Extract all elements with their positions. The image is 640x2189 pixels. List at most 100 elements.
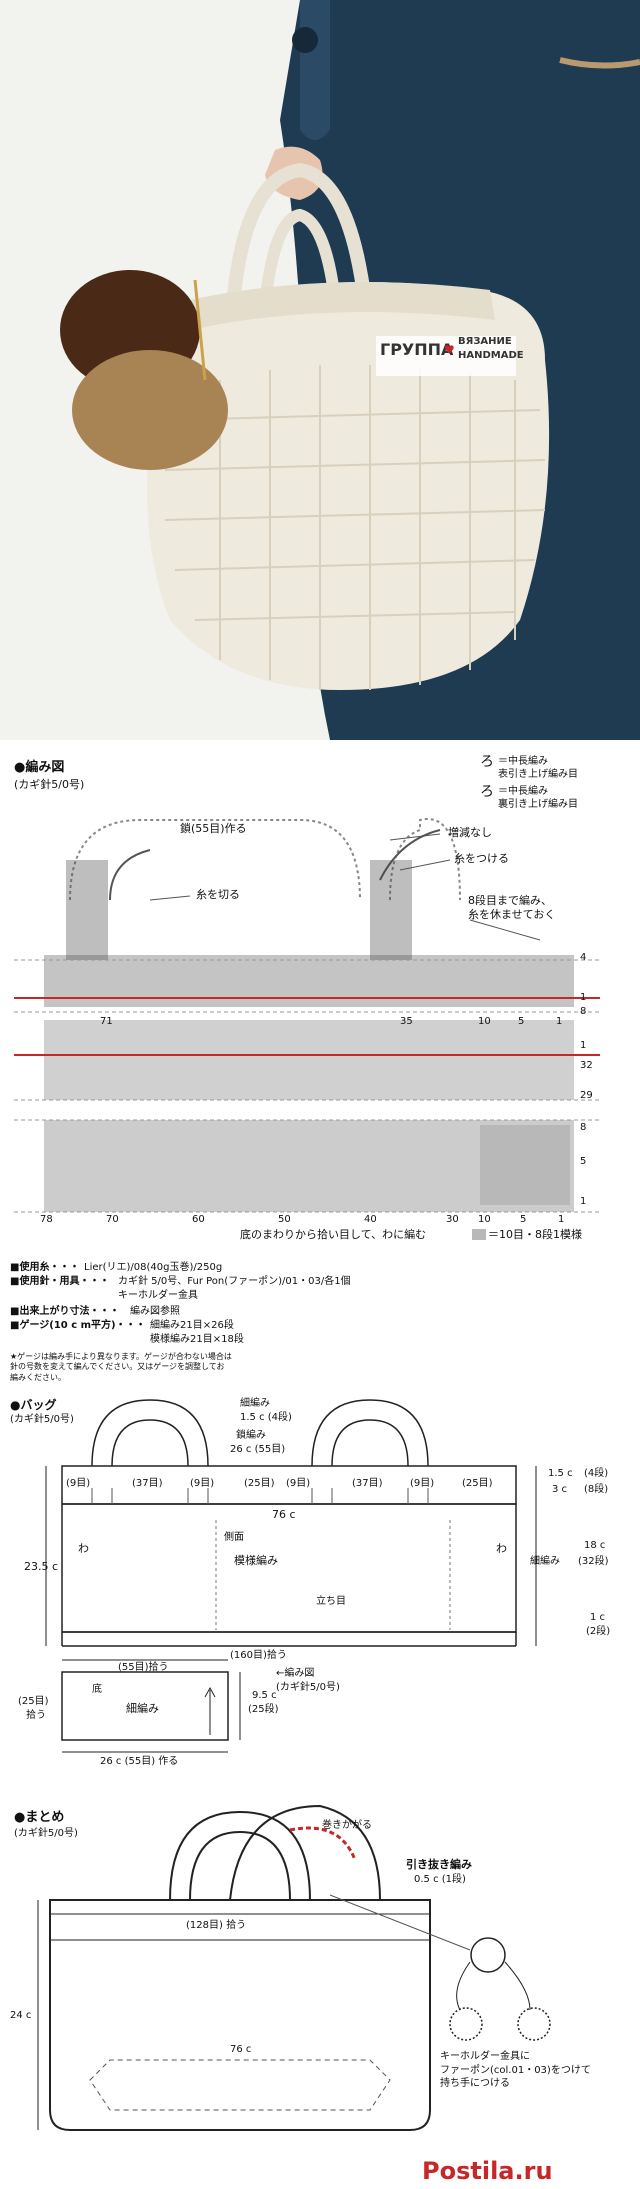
finish-height: 24 c xyxy=(10,2010,32,2021)
top-segment: (9目) xyxy=(190,1478,215,1489)
right-2row: (2段) xyxy=(586,1626,611,1637)
top-segment: (37目) xyxy=(132,1478,163,1489)
chart-hook: (カギ針5/0号) xyxy=(14,778,85,791)
yarn-label: ■使用糸・・・ xyxy=(10,1262,80,1273)
base-right-1: 9.5 c xyxy=(252,1690,277,1701)
bag-height: 23.5 c xyxy=(24,1560,59,1573)
chain-count: 26 c (55目) xyxy=(230,1444,286,1455)
chain-label: 鎖編み xyxy=(236,1430,266,1441)
legend-symbol-back: ろ xyxy=(480,784,494,800)
base-sc-label: 細編み xyxy=(126,1702,159,1715)
keyholder-note: キーホルダー金具に ファーポン(col.01・03)をつけて 持ち手につける xyxy=(440,2051,591,2089)
legend-front-post: ＝中長編み 表引き上げ編み目 xyxy=(498,756,578,780)
sc-label: 細編み xyxy=(240,1398,270,1409)
top-segment: (25目) xyxy=(244,1478,275,1489)
heart-icon: ♥ xyxy=(444,343,455,357)
wrap-label: 巻きかがる xyxy=(322,1820,372,1831)
tools-value: カギ針 5/0号、Fur Pon(ファーポン)/01・03/各1個 xyxy=(118,1276,351,1287)
top-segment: (9目) xyxy=(286,1478,311,1489)
watermark-brand-1: ГРУППА xyxy=(380,340,454,359)
base-bottom: 26 c (55目) 作る xyxy=(100,1756,179,1767)
legend-symbol-front: ろ xyxy=(480,754,494,770)
right-dim-2b: (8段) xyxy=(584,1484,609,1495)
size-value: 編み図参照 xyxy=(130,1306,180,1317)
col-label: 70 xyxy=(106,1214,119,1225)
col-label: 60 xyxy=(192,1214,205,1225)
right-sc: 細編み xyxy=(530,1556,560,1567)
gauge-note: ★ゲージは編み手により異なります。ゲージが合わない場合は 針の号数を変えて編んで… xyxy=(10,1352,232,1382)
attach-yarn-label: 糸をつける xyxy=(454,852,509,865)
pickup-label: (160目)拾う xyxy=(230,1650,287,1661)
legend-back-post: ＝中長編み 裏引き上げ編み目 xyxy=(498,786,578,810)
bag-photo-illustration xyxy=(0,0,640,740)
base-left-1: (25目) xyxy=(18,1696,49,1707)
chart-ref: ←編み図 xyxy=(276,1668,315,1679)
tools-label: ■使用針・用具・・・ xyxy=(10,1276,110,1287)
chart-ref-hook: (カギ針5/0号) xyxy=(276,1682,340,1693)
top-segment: (9目) xyxy=(66,1478,91,1489)
product-photo: ГРУППА ВЯЗАНИЕ HANDMADE ♥ xyxy=(0,0,640,740)
row-label: 8 xyxy=(580,1122,587,1133)
row-label: 4 xyxy=(580,952,587,963)
chart-title: ●編み図 xyxy=(14,760,65,775)
col-label: 78 xyxy=(40,1214,53,1225)
rest-note: 8段目まで編み、 糸を休ませておく xyxy=(468,894,556,921)
row-label: 8 xyxy=(580,1006,587,1017)
top-segment: (25目) xyxy=(462,1478,493,1489)
tools-value-2: キーホルダー金具 xyxy=(118,1290,198,1301)
cut-yarn-label: 糸を切る xyxy=(196,888,240,901)
row-label: 29 xyxy=(580,1090,593,1101)
right-1c: 1 c xyxy=(590,1612,606,1623)
gauge-label: ■ゲージ(10 c m平方)・・・ xyxy=(10,1320,146,1331)
side-label: 側面 xyxy=(224,1532,244,1543)
no-change-label: 増減なし xyxy=(448,826,492,839)
row-label: 32 xyxy=(580,1060,593,1071)
base-pickup: (55目)拾う xyxy=(118,1662,169,1673)
base-left-2: 拾う xyxy=(26,1710,46,1721)
col-label: 1 xyxy=(556,1016,563,1027)
col-label: 10 xyxy=(478,1016,491,1027)
right-dim-1: 1.5 c xyxy=(548,1468,573,1479)
finish-pickup: (128目) 拾う xyxy=(186,1920,247,1931)
handle-chain-label: 鎖(55目)作る xyxy=(180,822,247,835)
right-32: (32段) xyxy=(578,1556,609,1567)
bottom-note: 底のまわりから拾い目して、わに編む xyxy=(240,1228,427,1241)
slip-size: 0.5 c (1段) xyxy=(414,1874,466,1885)
footer: Postila.ru xyxy=(0,2152,640,2189)
yarn-value: Lier(リエ)/08(40g玉巻)/250g xyxy=(84,1262,223,1273)
handle-height: 1.5 c (4段) xyxy=(240,1412,292,1423)
right-dim-1b: (4段) xyxy=(584,1468,609,1479)
wa-right: わ xyxy=(496,1542,507,1555)
finish-title: ●まとめ xyxy=(14,1810,65,1825)
slip-label: 引き抜き編み xyxy=(406,1858,472,1871)
col-label: 5 xyxy=(520,1214,527,1225)
wa-left: わ xyxy=(78,1542,89,1555)
top-segment: (37目) xyxy=(352,1478,383,1489)
row-label: 1 xyxy=(580,1040,587,1051)
col-label: 71 xyxy=(100,1016,113,1027)
size-label: ■出来上がり寸法・・・ xyxy=(10,1306,120,1317)
repeat-note: ＝10目・8段1模様 xyxy=(488,1228,582,1241)
col-label: 50 xyxy=(278,1214,291,1225)
pattern-label: 模様編み xyxy=(234,1554,278,1567)
bag-width: 76 c xyxy=(272,1508,296,1521)
base-label: 底 xyxy=(92,1684,102,1695)
row-label: 1 xyxy=(580,992,587,1003)
right-dim-2: 3 c xyxy=(552,1484,568,1495)
row-label: 5 xyxy=(580,1156,587,1167)
bag-hook: (カギ針5/0号) xyxy=(10,1414,74,1425)
base-right-2: (25段) xyxy=(248,1704,279,1715)
col-label: 35 xyxy=(400,1016,413,1027)
finish-hook: (カギ針5/0号) xyxy=(14,1828,78,1839)
stand-label: 立ち目 xyxy=(316,1596,346,1607)
bag-title: ●バッグ xyxy=(10,1398,57,1412)
top-segment: (9目) xyxy=(410,1478,435,1489)
watermark-brand-2: ВЯЗАНИЕ xyxy=(458,336,512,347)
right-18: 18 c xyxy=(584,1540,606,1551)
col-label: 40 xyxy=(364,1214,377,1225)
col-label: 5 xyxy=(518,1016,525,1027)
row-label: 1 xyxy=(580,1196,587,1207)
gauge-value-2: 模様編み21目×18段 xyxy=(150,1334,244,1345)
col-label: 1 xyxy=(558,1214,565,1225)
finish-width: 76 c xyxy=(230,2044,252,2055)
